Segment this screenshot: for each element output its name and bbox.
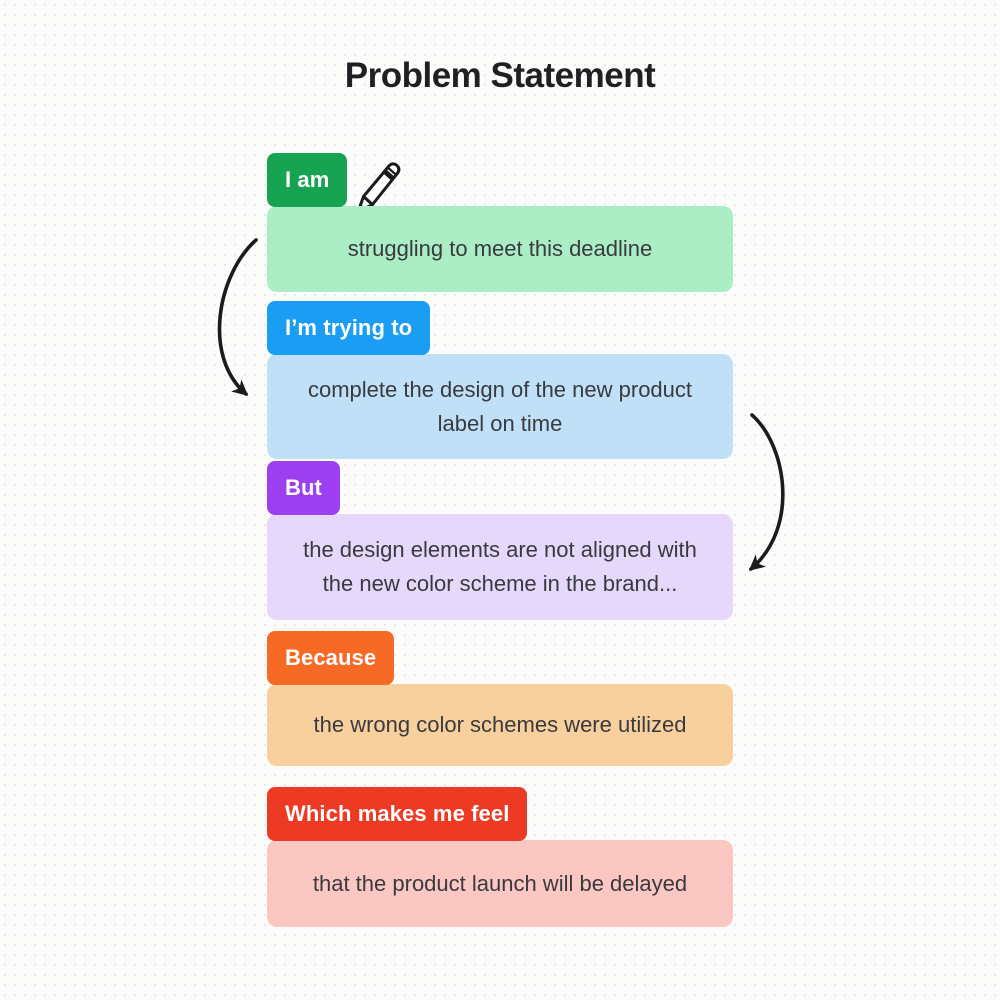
section-but: But the design elements are not aligned … [267,461,733,620]
label-chip-i-am[interactable]: I am [267,153,348,207]
label-chip-im-trying-to[interactable]: I’m trying to [267,301,431,355]
label-chip-which-makes-me-feel[interactable]: Which makes me feel [267,787,528,841]
section-im-trying-to: I’m trying to complete the design of the… [267,301,733,459]
text-box-because[interactable]: the wrong color schemes were utilized [267,684,733,766]
curved-arrow-down-icon [217,238,258,396]
section-which-makes-me-feel: Which makes me feel that the product lau… [267,787,733,927]
problem-statement-column: I am struggling to meet this deadline I’… [267,153,733,927]
curved-arrow-down-icon [748,413,785,571]
text-box-which-makes-me-feel[interactable]: that the product launch will be delayed [267,840,733,927]
label-chip-but[interactable]: But [267,461,340,515]
pencil-icon [356,162,401,214]
text-box-i-am[interactable]: struggling to meet this deadline [267,206,733,292]
text-box-im-trying-to[interactable]: complete the design of the new product l… [267,354,733,459]
page-title: Problem Statement [344,56,656,95]
text-box-but[interactable]: the design elements are not aligned with… [267,514,733,620]
label-chip-because[interactable]: Because [267,631,395,685]
section-because: Because the wrong color schemes were uti… [267,631,733,766]
section-i-am: I am struggling to meet this deadline [267,153,733,292]
